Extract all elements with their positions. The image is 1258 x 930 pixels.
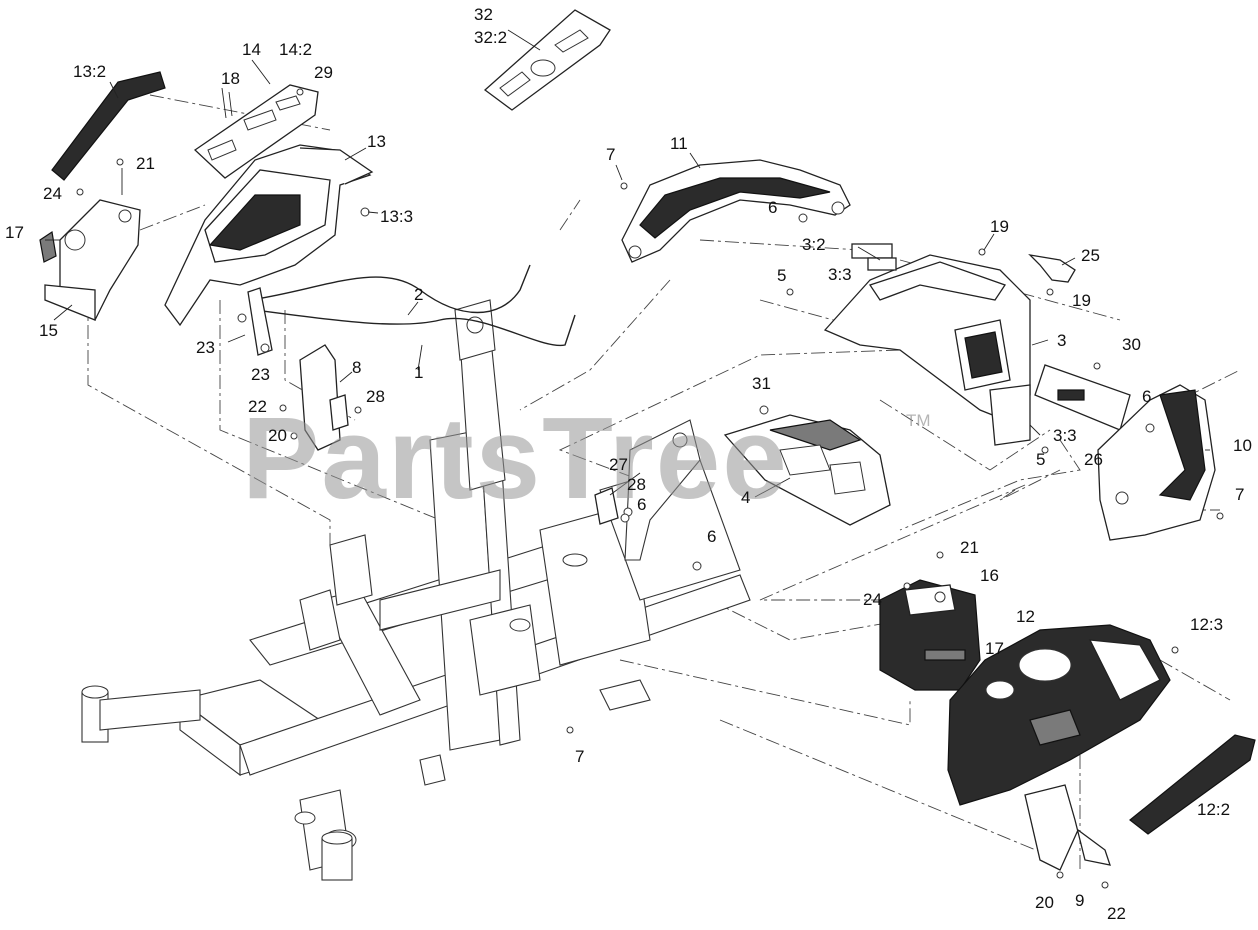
callout-29: 29	[314, 63, 333, 82]
callout-13-3: 13:3	[380, 207, 414, 226]
part-25-grip	[1028, 254, 1076, 283]
callout-32-2: 32:2	[474, 28, 508, 47]
callout-20-right: 20	[1035, 893, 1054, 912]
watermark-trademark: TM	[906, 411, 931, 430]
callout-6-top: 6	[768, 198, 778, 217]
part-32-panel	[483, 9, 611, 111]
part-14-panel	[193, 84, 319, 179]
callout-23-b: 23	[251, 365, 270, 384]
callout-25: 25	[1081, 246, 1100, 265]
callout-6-right: 6	[1142, 387, 1152, 406]
control-cables	[249, 264, 576, 347]
callout-17-right: 17	[985, 639, 1004, 658]
callout-19-mid: 19	[1072, 291, 1091, 310]
callout-4: 4	[741, 488, 751, 507]
bracket-27	[594, 487, 633, 525]
callout-21-left: 21	[136, 154, 155, 173]
callout-14-2: 14:2	[279, 40, 313, 59]
callout-10: 10	[1233, 436, 1252, 455]
part-12-2-trim	[1129, 734, 1256, 835]
callout-5-top: 5	[777, 266, 787, 285]
part-4-shield	[723, 414, 891, 526]
callout-13: 13	[367, 132, 386, 151]
callout-7-bottom: 7	[575, 747, 585, 766]
part-13-left-fender	[164, 144, 374, 327]
callout-28-left: 28	[366, 387, 385, 406]
callout-31: 31	[752, 374, 771, 393]
callout-23-a: 23	[196, 338, 215, 357]
callout-12-3: 12:3	[1190, 615, 1224, 634]
callout-1: 1	[414, 363, 424, 382]
callout-3-3-top: 3:3	[828, 265, 852, 284]
callout-5-bottom: 5	[1036, 450, 1046, 469]
callout-24-left: 24	[43, 184, 62, 203]
part-16-right-tank	[879, 579, 981, 691]
callout-3-3-bottom: 3:3	[1053, 426, 1077, 445]
callout-9: 9	[1075, 891, 1085, 910]
callout-14: 14	[242, 40, 261, 59]
bracket-23	[237, 287, 273, 356]
fasteners	[76, 88, 1224, 889]
part-10-guard	[1097, 384, 1216, 541]
callout-3: 3	[1057, 331, 1067, 350]
callout-3-2: 3:2	[802, 235, 826, 254]
steering-columns	[454, 299, 701, 561]
callout-21-right: 21	[960, 538, 979, 557]
callout-28-center: 28	[627, 475, 646, 494]
callout-22-left: 22	[248, 397, 267, 416]
callout-32: 32	[474, 5, 493, 24]
callout-27: 27	[609, 455, 628, 474]
callout-2: 2	[414, 285, 424, 304]
callout-17-left: 17	[5, 223, 24, 242]
part-12-right-housing	[947, 624, 1171, 806]
callout-7-top: 7	[606, 145, 616, 164]
chassis-frame	[81, 429, 751, 881]
callout-19-top: 19	[990, 217, 1009, 236]
part-3-right-fender	[823, 243, 1031, 446]
callout-12: 12	[1016, 607, 1035, 626]
bracket-8	[299, 344, 349, 451]
callout-7-right: 7	[1235, 485, 1245, 504]
callout-20-left: 20	[268, 426, 287, 445]
callout-12-2: 12:2	[1197, 800, 1231, 819]
callout-8: 8	[352, 358, 362, 377]
callout-24-right: 24	[863, 590, 882, 609]
part-13-2-trim	[51, 71, 166, 181]
callout-13-2: 13:2	[73, 62, 107, 81]
callout-18: 18	[221, 69, 240, 88]
callout-11: 11	[670, 134, 688, 153]
callout-6-lower: 6	[707, 527, 717, 546]
callout-15: 15	[39, 321, 58, 340]
callout-22-right: 22	[1107, 904, 1126, 923]
part-11-right-rail	[621, 159, 851, 263]
bracket-9	[1024, 784, 1111, 871]
part-26-plate	[1034, 364, 1131, 431]
callout-6-center: 6	[637, 495, 647, 514]
leader-lines	[45, 29, 1210, 498]
part-15-left-tank	[39, 199, 141, 321]
callout-26: 26	[1084, 450, 1103, 469]
callout-16: 16	[980, 566, 999, 585]
callout-30: 30	[1122, 335, 1141, 354]
